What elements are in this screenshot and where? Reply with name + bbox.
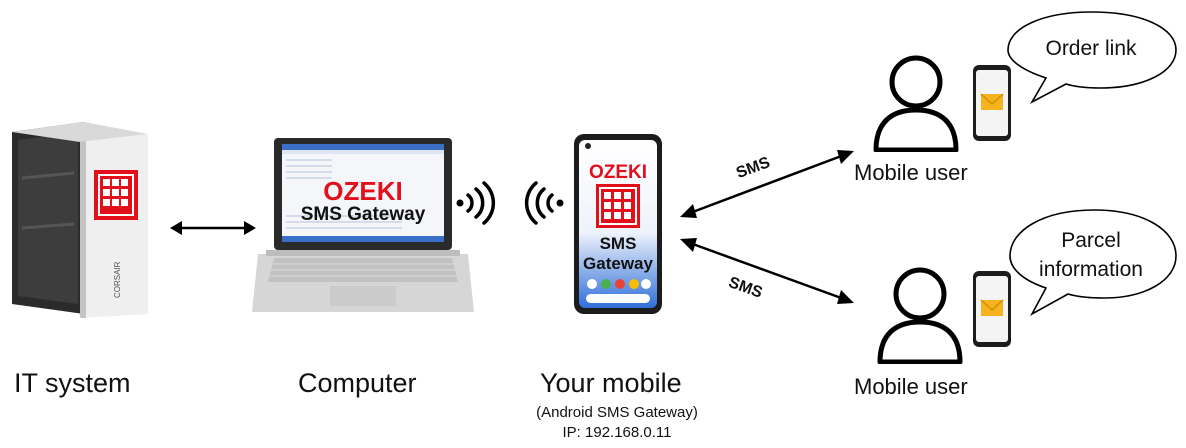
wifi-signal-incoming-icon (524, 181, 564, 225)
user-top-person-icon (873, 55, 959, 152)
user-bottom-person-icon (877, 267, 963, 364)
laptop-image: OZEKI SMS Gateway (252, 136, 474, 316)
user-top-bubble-text: Order link (1045, 37, 1137, 60)
mobile-sublabel: (Android SMS Gateway) (536, 404, 698, 421)
sms-arrows (680, 150, 854, 304)
laptop-screen-subtitle: SMS Gateway (300, 204, 426, 225)
android-phone-image: OZEKI SMS Gateway (574, 134, 662, 314)
mobile-label: Your mobile (540, 368, 682, 398)
user-top-phone-envelope-icon (973, 65, 1011, 141)
computer-label: Computer (298, 368, 417, 398)
it-system-label: IT system (14, 368, 131, 398)
user-bottom-speech-bubble (1009, 209, 1177, 317)
user-bottom-bubble-line2: information (1039, 258, 1143, 281)
user-bottom-label: Mobile user (854, 374, 968, 399)
laptop-screen-title: OZEKI (323, 176, 403, 206)
phone-screen-line2: Gateway (583, 254, 653, 273)
wifi-signal-outgoing-icon (456, 181, 496, 225)
it-computer-double-arrow (170, 221, 256, 235)
user-top-speech-bubble (1007, 11, 1177, 105)
it-system-tower-image: CORSAIR (12, 122, 148, 318)
user-top-label: Mobile user (854, 160, 968, 185)
user-bottom-phone-envelope-icon (973, 271, 1011, 347)
mobile-ip-label: IP: 192.168.0.11 (562, 424, 672, 441)
user-bottom-bubble-line1: Parcel (1061, 229, 1121, 252)
svg-text:CORSAIR: CORSAIR (113, 261, 122, 298)
phone-screen-title: OZEKI (588, 162, 648, 183)
phone-screen-line1: SMS (599, 234, 637, 253)
